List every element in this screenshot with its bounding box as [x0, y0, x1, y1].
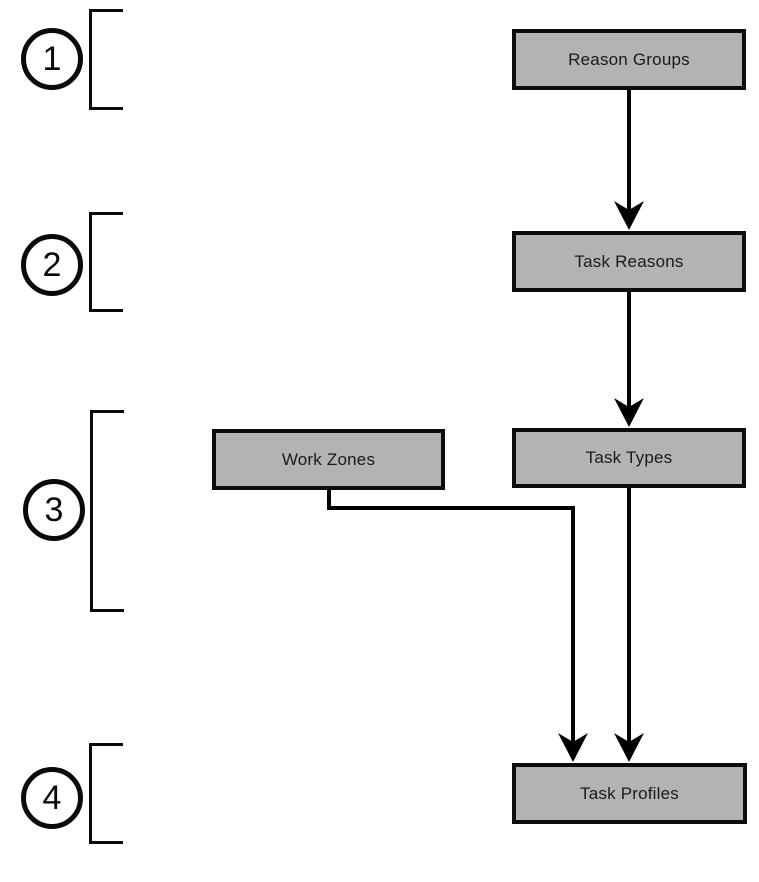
step-bracket-2 — [89, 212, 123, 312]
step-bracket-4 — [89, 743, 123, 844]
node-reason-groups: Reason Groups — [512, 29, 746, 90]
step-number: 1 — [42, 39, 62, 78]
step-bracket-1 — [89, 9, 123, 110]
node-label: Task Reasons — [574, 251, 684, 271]
node-task-profiles: Task Profiles — [512, 763, 747, 824]
node-task-types: Task Types — [512, 428, 746, 488]
step-circle-3: 3 — [23, 479, 85, 541]
arrow-task-types-to-task-profiles — [614, 488, 644, 762]
step-bracket-3 — [90, 410, 124, 612]
arrow-task-reasons-to-task-types — [614, 292, 644, 427]
step-number: 4 — [42, 778, 62, 817]
node-label: Work Zones — [281, 449, 376, 469]
step-number: 3 — [44, 490, 64, 529]
node-label: Reason Groups — [568, 49, 690, 69]
step-circle-4: 4 — [21, 767, 83, 829]
arrow-work-zones-to-task-profiles — [327, 490, 588, 762]
node-label: Task Profiles — [580, 783, 679, 803]
step-circle-1: 1 — [21, 28, 83, 90]
step-number: 2 — [42, 245, 62, 284]
arrow-reason-groups-to-task-reasons — [614, 90, 644, 230]
node-work-zones: Work Zones — [212, 429, 445, 490]
node-task-reasons: Task Reasons — [512, 231, 746, 292]
step-circle-2: 2 — [21, 234, 83, 296]
node-label: Task Types — [585, 448, 673, 467]
